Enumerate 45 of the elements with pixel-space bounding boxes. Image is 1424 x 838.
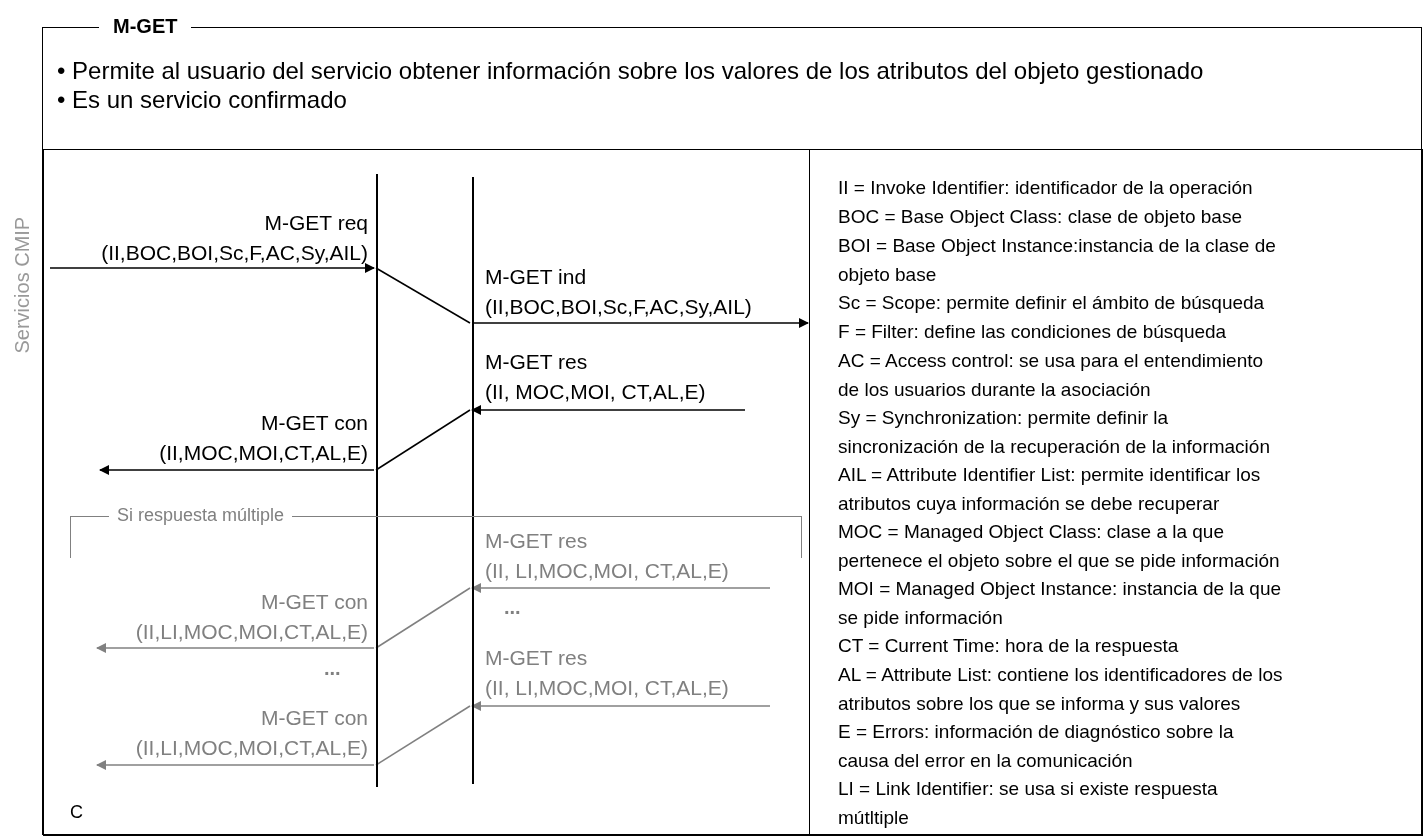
arrow <box>471 583 771 593</box>
side-label: Servicios CMIP <box>10 216 34 354</box>
definition-text: LI = Link Identifier: se usa si existe respuesta mútltiple <box>838 777 1219 830</box>
arrow <box>96 760 375 770</box>
edge-label: M-GET res (II, MOC,MOI, CT,AL,E) <box>485 349 706 405</box>
definition-text: AC = Access control: se usa para el entendimiento de los usuarios durante la asociación <box>838 349 1265 402</box>
definition-text: II = Invoke Identifier: identificador de la operación <box>838 176 1254 200</box>
arrow <box>49 263 375 273</box>
edge-label: M-GET res (II, LI,MOC,MOI, CT,AL,E) <box>485 645 729 701</box>
definition-text: AL = Attribute List: contiene los identificadores de los atributos sobre los que se informa y sus valores <box>838 663 1283 716</box>
ellipsis: ... <box>324 657 341 680</box>
edge-label: M-GET con (II,LI,MOC,MOI,CT,AL,E) <box>135 705 368 761</box>
lifeline <box>472 177 474 784</box>
frame-label: Si respuesta múltiple <box>109 505 293 526</box>
definition-text: MOC = Managed Object Class: clase a la que pertenece el objeto sobre el que se pide información <box>838 520 1281 573</box>
definition-text: BOC = Base Object Class: clase de objeto base <box>838 205 1243 229</box>
connector-line <box>375 705 471 766</box>
edge-label: M-GET con (II,MOC,MOI,CT,AL,E) <box>159 410 368 466</box>
corner-label: C <box>70 802 83 823</box>
edge-label: M-GET req (II,BOC,BOI,Sc,F,AC,Sy,AIL) <box>101 210 368 266</box>
bullet-text: • Es un servicio confirmado <box>57 86 347 114</box>
lifeline <box>376 174 378 787</box>
edge-label: M-GET ind (II,BOC,BOI,Sc,F,AC,Sy,AIL) <box>485 264 752 320</box>
connector-line <box>375 267 471 324</box>
arrow <box>471 405 746 415</box>
bullet-text: • Permite al usuario del servicio obtener información sobre los valores de los atributos del objeto gestionado <box>57 57 1204 85</box>
definition-text: F = Filter: define las condiciones de búsqueda <box>838 320 1228 344</box>
definition-text: BOI = Base Object Instance:instancia de la clase de objeto base <box>838 234 1277 287</box>
definition-text: CT = Current Time: hora de la respuesta <box>838 634 1180 658</box>
arrow <box>99 465 375 475</box>
ellipsis: ... <box>504 596 521 619</box>
definition-text: Sy = Synchronization: permite definir la sincronización de la recuperación de la información <box>838 406 1271 459</box>
definition-text: Sc = Scope: permite definir el ámbito de búsqueda <box>838 291 1266 315</box>
edge-label: M-GET res (II, LI,MOC,MOI, CT,AL,E) <box>485 528 729 584</box>
definition-text: MOI = Managed Object Instance: instancia de la que se pide información <box>838 577 1283 630</box>
arrow <box>471 701 771 711</box>
definition-text: AIL = Attribute Identifier List: permite identificar los atributos cuya información se debe recuperar <box>838 463 1262 516</box>
edge-label: M-GET con (II,LI,MOC,MOI,CT,AL,E) <box>135 589 368 645</box>
definition-text: E = Errors: información de diagnóstico sobre la causa del error en la comunicación <box>838 720 1235 773</box>
arrow <box>471 318 809 328</box>
definitions-panel <box>809 149 1423 836</box>
sequence-panel <box>43 149 810 836</box>
arrow <box>96 643 375 653</box>
connector-line <box>375 409 471 471</box>
connector-line <box>375 587 471 649</box>
